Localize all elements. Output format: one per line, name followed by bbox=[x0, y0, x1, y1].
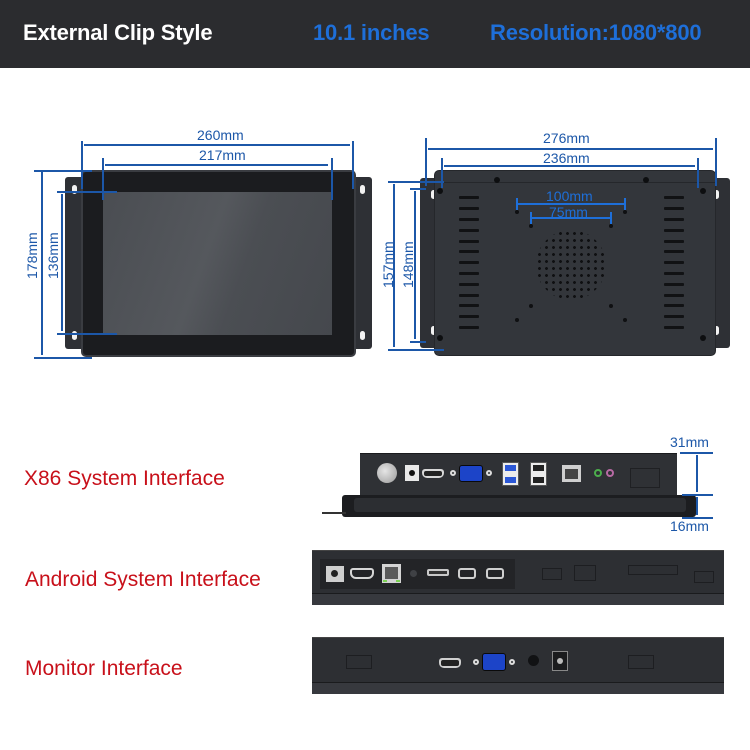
blank-cover-icon bbox=[630, 468, 660, 488]
audio-in-icon bbox=[606, 469, 614, 477]
depth-16mm-label: 16mm bbox=[670, 518, 709, 534]
usb-port-1-icon bbox=[458, 568, 476, 579]
android-interface-label: Android System Interface bbox=[25, 568, 261, 591]
audio-out-icon bbox=[594, 469, 602, 477]
rj45-icon bbox=[382, 564, 401, 583]
back-overall-height-label: 157mm bbox=[380, 241, 396, 288]
vga-icon bbox=[473, 653, 515, 671]
vga-icon bbox=[450, 465, 492, 482]
speaker-grille bbox=[536, 230, 606, 300]
header-bar: External Clip Style 10.1 inches Resoluti… bbox=[0, 0, 750, 68]
blank-cover-left-icon bbox=[346, 655, 372, 669]
back-inner-width-label: 236mm bbox=[543, 150, 590, 166]
back-overall-width-label: 276mm bbox=[543, 130, 590, 146]
power-button-icon bbox=[377, 463, 397, 483]
rj45-icon bbox=[562, 465, 581, 482]
overall-width-label: 260mm bbox=[197, 127, 244, 143]
usb2-ports-icon bbox=[530, 462, 547, 486]
monitor-interface-image bbox=[312, 637, 724, 694]
vesa-100-label: 100mm bbox=[546, 188, 593, 204]
monitor-interface-label: Monitor Interface bbox=[25, 657, 183, 680]
hdmi-icon bbox=[350, 568, 374, 579]
display-screen bbox=[103, 192, 332, 335]
style-title: External Clip Style bbox=[23, 20, 213, 45]
depth-31mm-label: 31mm bbox=[670, 434, 709, 450]
hdmi-icon bbox=[439, 658, 461, 668]
blank-rj45-cover-icon bbox=[574, 565, 596, 581]
x86-interface-label: X86 System Interface bbox=[24, 467, 225, 490]
right-mounting-bracket bbox=[352, 177, 372, 349]
reset-hole-icon bbox=[410, 570, 417, 577]
vesa-75-label: 75mm bbox=[549, 204, 588, 220]
blank-cover-icon bbox=[694, 571, 714, 583]
left-mounting-bracket bbox=[65, 177, 85, 349]
back-view-diagram: 100mm 75mm 276mm 236mm 157mm 148mm bbox=[380, 130, 730, 356]
audio-jack-icon bbox=[528, 655, 539, 666]
hdmi-icon bbox=[422, 469, 444, 478]
x86-interface-image: 31mm 16mm bbox=[310, 420, 750, 540]
front-view-diagram: 260mm 217mm 178mm 136mm bbox=[0, 0, 375, 380]
resolution: Resolution:1080*800 bbox=[490, 20, 702, 45]
dc-jack-icon bbox=[552, 651, 568, 671]
blank-cover-right-icon bbox=[628, 655, 654, 669]
dc-jack-icon bbox=[405, 465, 419, 481]
screen-size: 10.1 inches bbox=[313, 20, 430, 45]
usb3-ports-icon bbox=[502, 462, 519, 486]
micro-usb-icon bbox=[427, 569, 449, 576]
blank-connector-cover-icon bbox=[628, 565, 678, 575]
usb-port-2-icon bbox=[486, 568, 504, 579]
android-interface-image bbox=[312, 550, 724, 605]
screen-width-label: 217mm bbox=[199, 147, 246, 163]
back-inner-height-label: 148mm bbox=[400, 241, 416, 288]
dc-jack-icon bbox=[326, 566, 344, 582]
blank-vga-cover-icon bbox=[542, 568, 562, 580]
